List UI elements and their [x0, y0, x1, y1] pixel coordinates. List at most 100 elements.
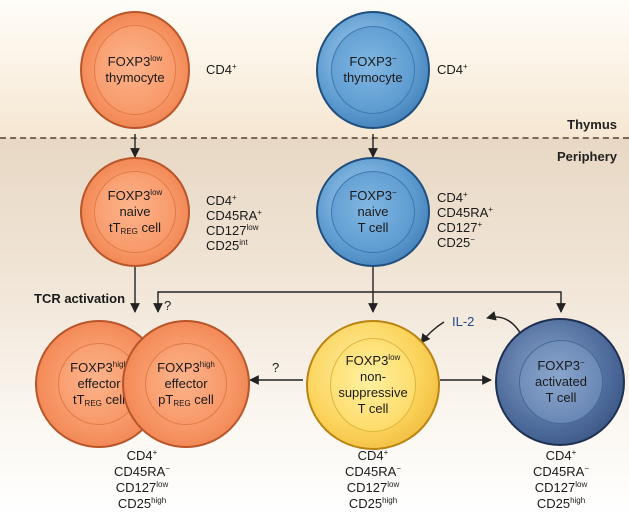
cell-type-line: pTREG cell — [158, 392, 214, 408]
marker-level: − — [396, 464, 401, 473]
foxp3-text: FOXP3 — [157, 360, 200, 375]
marker-name: CD127 — [206, 223, 247, 238]
cell-state-text: naive — [119, 204, 151, 219]
arrow-tcr-branch-to-ptreg — [153, 291, 373, 313]
marker-name: CD4 — [206, 193, 233, 208]
foxp3neg-naive-t-nucleus: FOXP3− naive T cell — [331, 171, 415, 253]
marker-line: CD45RA+ — [437, 205, 493, 220]
cell-type-prefix: tT — [108, 220, 121, 235]
foxp3-level: low — [388, 353, 401, 362]
marker-level: + — [152, 448, 158, 457]
cell-type-text: thymocyte — [105, 70, 165, 85]
foxp3neg-naive-t-cell: FOXP3− naive T cell — [316, 157, 430, 267]
cell-type-subscript: REG — [84, 399, 102, 408]
cell-state-text: effector — [77, 376, 121, 391]
marker-level: + — [232, 62, 237, 71]
marker-line: CD45RA− — [313, 464, 433, 480]
marker-level: + — [463, 62, 468, 71]
marker-name: CD25 — [437, 235, 471, 250]
activated-nucleus: FOXP3− activated T cell — [519, 340, 603, 424]
foxp3neg-naive-t-markers: CD4+ CD45RA+ CD127+ CD25− — [437, 190, 493, 250]
nonsuppressive-nucleus: FOXP3low non- suppressive T cell — [330, 338, 416, 432]
marker-line: CD127low — [206, 223, 262, 238]
tcr-activation-label: TCR activation — [34, 291, 126, 306]
cell-label-line: FOXP3low — [346, 353, 401, 369]
cell-label-line: FOXP3− — [349, 54, 396, 70]
marker-line: CD4+ — [313, 448, 433, 464]
marker-level: + — [257, 208, 262, 217]
foxp3low-thymocyte-nucleus: FOXP3low thymocyte — [94, 25, 176, 115]
foxp3-text: FOXP3 — [70, 360, 113, 375]
marker-line: CD25high — [82, 496, 202, 512]
marker-line: CD127low — [501, 480, 621, 496]
marker-name: CD45RA — [345, 464, 397, 479]
cell-type-subscript: REG — [173, 399, 191, 408]
foxp3-level: − — [391, 188, 397, 197]
marker-level: + — [488, 205, 493, 214]
cell-type-text: thymocyte — [343, 70, 403, 85]
marker-level: int — [239, 238, 248, 247]
periphery-label: Periphery — [557, 149, 617, 164]
foxp3neg-thymocyte-markers: CD4+ — [437, 62, 468, 77]
foxp3low-thymocyte-cell: FOXP3low thymocyte — [80, 11, 190, 129]
cell-type-prefix: tT — [72, 392, 85, 407]
marker-line: CD4+ — [206, 193, 262, 208]
foxp3-text: FOXP3 — [107, 54, 151, 69]
cell-label-line: FOXP3low — [108, 54, 163, 70]
marker-level: − — [165, 464, 170, 473]
marker-name: CD45RA — [114, 464, 166, 479]
question-mark-ptreg-origin: ? — [164, 298, 172, 313]
marker-line: CD4+ — [82, 448, 202, 464]
thymus-periphery-divider — [0, 137, 629, 139]
marker-name: CD4 — [437, 190, 464, 205]
marker-name: CD45RA — [533, 464, 585, 479]
foxp3low-naive-ttreg-markers: CD4+ CD45RA+ CD127low CD25int — [206, 193, 262, 253]
cell-type-line: tTREG cell — [109, 220, 161, 236]
marker-name: CD25 — [536, 496, 571, 511]
marker-level: + — [571, 448, 577, 457]
marker-level: − — [584, 464, 589, 473]
foxp3-text: FOXP3 — [349, 188, 392, 203]
foxp3-level: high — [199, 360, 215, 369]
marker-line: CD127low — [313, 480, 433, 496]
marker-line: CD127+ — [437, 220, 493, 235]
arrow-tcr-branch-to-activated — [373, 291, 566, 313]
cell-type-suffix: cell — [137, 220, 162, 235]
cell-type-subscript: REG — [120, 227, 138, 236]
marker-line: CD127low — [82, 480, 202, 496]
cell-label-line: FOXP3high — [70, 360, 128, 376]
marker-line: CD4+ — [501, 448, 621, 464]
arrow-il2-to-nonsuppressive — [420, 321, 445, 344]
cell-type-text: T cell — [545, 390, 577, 405]
marker-level: + — [477, 220, 483, 229]
marker-line: CD25− — [437, 235, 493, 250]
foxp3-text: FOXP3 — [345, 353, 389, 368]
marker-name: CD45RA — [437, 205, 489, 220]
marker-line: CD45RA+ — [206, 208, 262, 223]
foxp3neg-activated-t-cell: FOXP3− activated T cell — [495, 318, 625, 446]
il2-label: IL-2 — [452, 314, 475, 329]
foxp3low-naive-ttreg-cell: FOXP3low naive tTREG cell — [80, 157, 190, 267]
marker-level: high — [570, 496, 586, 505]
marker-name: CD45RA — [206, 208, 258, 223]
marker-level: + — [463, 190, 468, 199]
marker-level: low — [575, 480, 588, 489]
marker-level: low — [246, 223, 259, 232]
marker-name: CD25 — [206, 238, 240, 253]
cell-label-line: FOXP3low — [108, 188, 163, 204]
cell-type-suffix: cell — [190, 392, 214, 407]
foxp3neg-thymocyte-nucleus: FOXP3− thymocyte — [331, 26, 415, 114]
marker-level: + — [383, 448, 389, 457]
marker-name: CD127 — [437, 220, 478, 235]
cell-state-text: naive — [357, 204, 389, 219]
foxp3-text: FOXP3 — [107, 188, 151, 203]
foxp3neg-thymocyte-cell: FOXP3− thymocyte — [316, 11, 430, 129]
marker-name: CD25 — [348, 496, 383, 511]
marker-line: CD25high — [313, 496, 433, 512]
cell-type-text: T cell — [357, 401, 389, 416]
marker-level: low — [156, 480, 169, 489]
marker-level: high — [382, 496, 398, 505]
marker-name: CD4 — [206, 62, 233, 77]
cell-state-text: activated — [534, 374, 588, 389]
